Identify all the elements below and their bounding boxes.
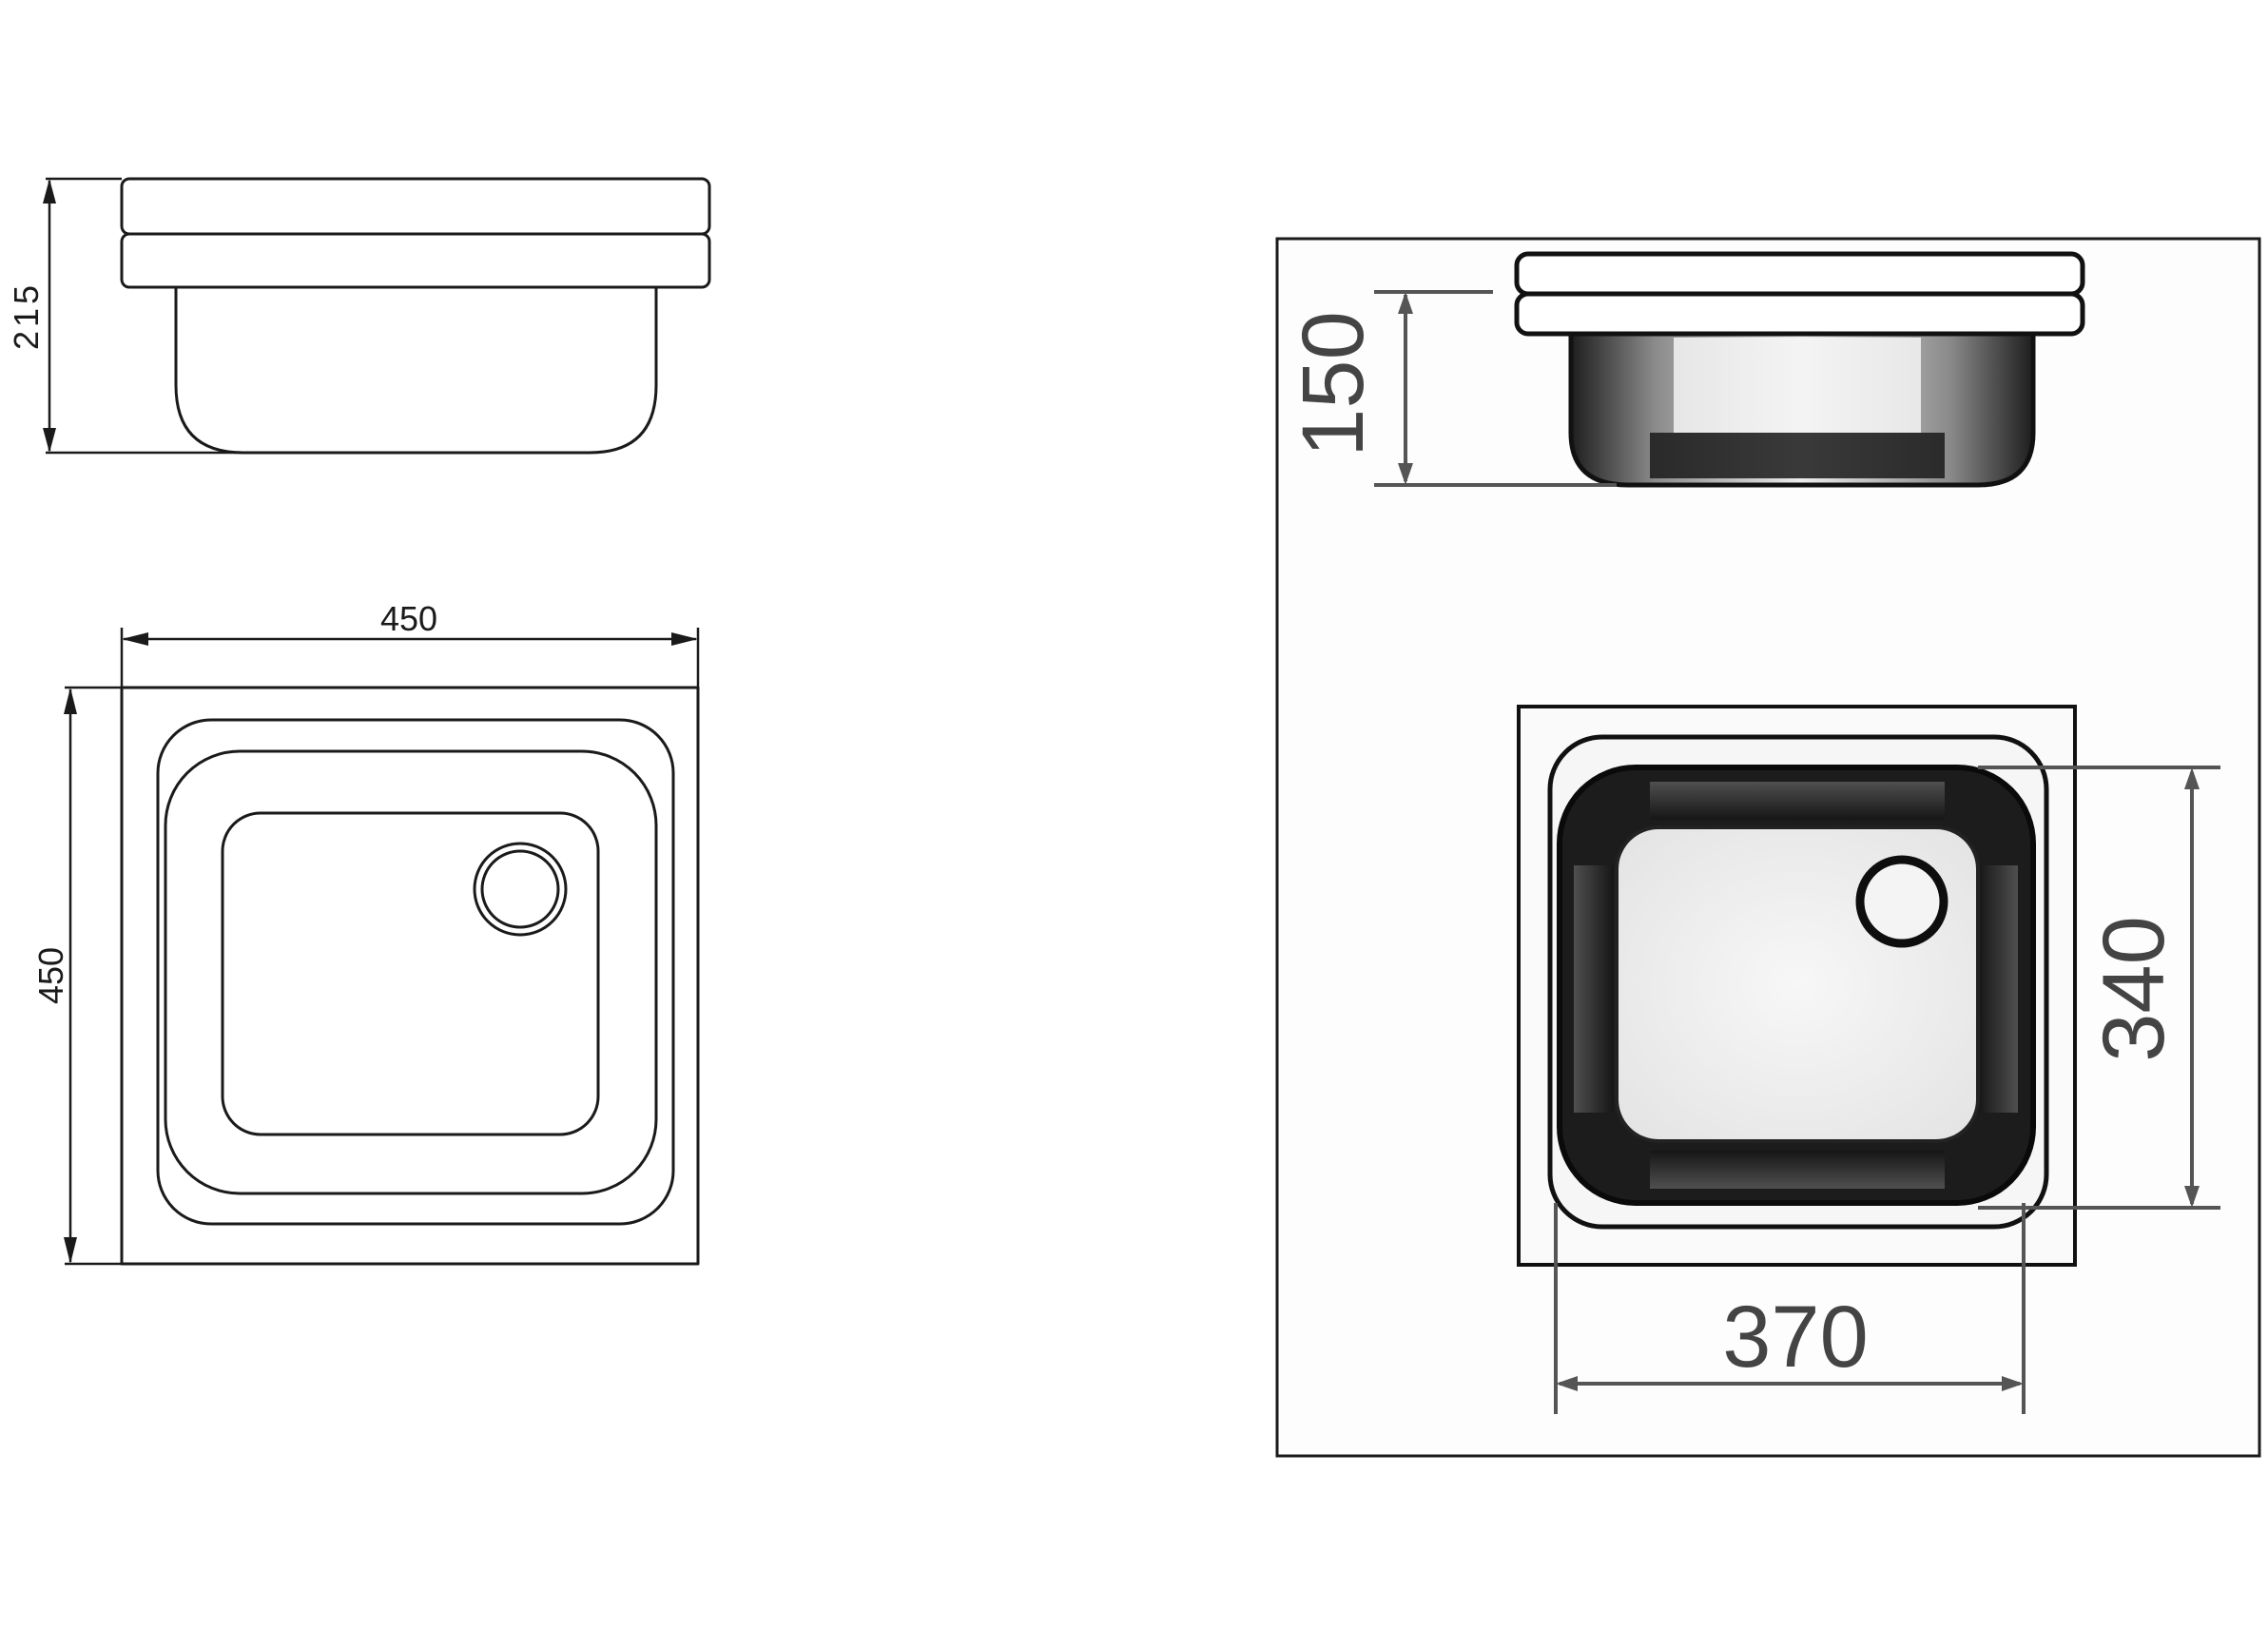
width-label: 450 [380, 599, 437, 638]
right-side-view: 150 [1285, 251, 2085, 488]
right-side-rim-bottom [1514, 291, 2085, 337]
left-top-bowl-edge [164, 749, 658, 1195]
depth-label: 450 [31, 947, 70, 1004]
left-drain-inner-icon [480, 849, 560, 929]
right-drain-icon [1855, 855, 1948, 948]
bowl-width-arrow-right [2002, 1376, 2024, 1391]
left-side-bowl [174, 285, 658, 455]
height-arrow-top [43, 179, 56, 204]
bowl-length-arrow-bottom [2184, 1186, 2200, 1208]
left-top-view: 450 450 [31, 599, 700, 1266]
right-side-bowl-highlight [1674, 338, 1921, 433]
bowl-depth-arrow-bottom [1398, 463, 1413, 485]
left-side-rim-bottom [120, 232, 711, 289]
right-top-wall-left-shade [1574, 865, 1614, 1113]
width-arrow-right [671, 632, 698, 646]
right-top-wall-bottom-shade [1650, 1151, 1945, 1189]
bowl-depth-arrow-top [1398, 292, 1413, 314]
width-arrow-left [122, 632, 148, 646]
right-top-wall-top-shade [1650, 782, 1945, 820]
bowl-length-label: 340 [2085, 916, 2182, 1062]
height-arrow-bottom [43, 428, 56, 453]
height-label: 215 [7, 281, 46, 350]
bowl-width-label: 370 [1722, 1289, 1869, 1386]
right-top-view: 340 370 [1517, 705, 2220, 1414]
left-side-rim-top [120, 177, 711, 236]
left-top-bowl-floor [221, 811, 600, 1136]
depth-arrow-top [64, 688, 77, 714]
right-side-bowl-shadow [1650, 433, 1945, 478]
bowl-length-arrow-top [2184, 767, 2200, 789]
right-side-rim-top [1514, 251, 2085, 297]
left-drain-outer-icon [473, 842, 568, 937]
depth-arrow-bottom [64, 1237, 77, 1264]
bowl-depth-label: 150 [1285, 311, 1382, 457]
right-top-wall-right-shade [1978, 865, 2018, 1113]
left-top-outer-edge [120, 686, 700, 1266]
bowl-width-arrow-left [1556, 1376, 1578, 1391]
left-side-view: 215 [7, 177, 711, 455]
left-top-rim-inner [156, 718, 675, 1226]
